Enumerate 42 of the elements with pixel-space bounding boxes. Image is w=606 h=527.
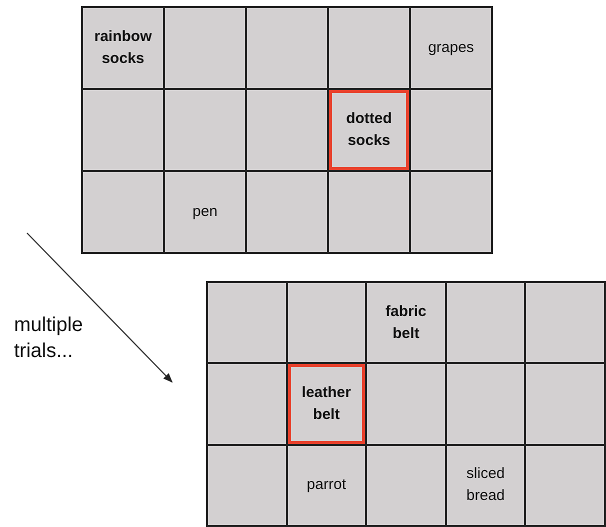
grid-cell bbox=[410, 171, 492, 253]
grid-cell bbox=[207, 363, 287, 445]
grid-cell bbox=[246, 171, 328, 253]
grid-cell bbox=[286, 444, 366, 526]
edge-label: multiple trials... bbox=[14, 313, 84, 364]
grid-cell bbox=[246, 89, 328, 171]
grid-cell bbox=[366, 282, 446, 364]
grid-cell bbox=[525, 363, 605, 445]
grid-cell bbox=[82, 171, 164, 253]
grid-cell bbox=[286, 363, 366, 445]
grid-cell bbox=[328, 7, 410, 89]
grid-cell bbox=[82, 89, 164, 171]
arrow bbox=[26, 232, 173, 383]
grid-cell bbox=[525, 282, 605, 364]
item-label: parrot bbox=[306, 475, 346, 496]
item-label: sliced bread bbox=[465, 464, 506, 506]
grid-cell bbox=[525, 444, 605, 526]
grid-cell bbox=[207, 444, 287, 526]
grid-cell bbox=[328, 171, 410, 253]
item-label: fabric belt bbox=[384, 302, 428, 344]
grid-cell bbox=[328, 89, 410, 171]
grid-panel bbox=[206, 281, 606, 527]
grid-cell bbox=[446, 363, 526, 445]
grid-cell bbox=[366, 444, 446, 526]
grid-cell bbox=[164, 7, 246, 89]
item-label: grapes bbox=[428, 38, 474, 58]
item-label: pen bbox=[192, 202, 218, 222]
grid-cell bbox=[246, 7, 328, 89]
grid-cell bbox=[164, 89, 246, 171]
grid-cell bbox=[366, 363, 446, 445]
grid-cell bbox=[82, 7, 164, 89]
item-label: dotted socks bbox=[345, 109, 393, 151]
grid-cell bbox=[446, 282, 526, 364]
grid-cell bbox=[286, 282, 366, 364]
grid-cell bbox=[410, 7, 492, 89]
grid-cell bbox=[164, 171, 246, 253]
item-label: leather belt bbox=[300, 383, 352, 425]
item-label: rainbow socks bbox=[93, 27, 153, 69]
grid-cell bbox=[410, 89, 492, 171]
grid-cell bbox=[207, 282, 287, 364]
grid-panel bbox=[81, 6, 493, 254]
grid-cell bbox=[446, 444, 526, 526]
